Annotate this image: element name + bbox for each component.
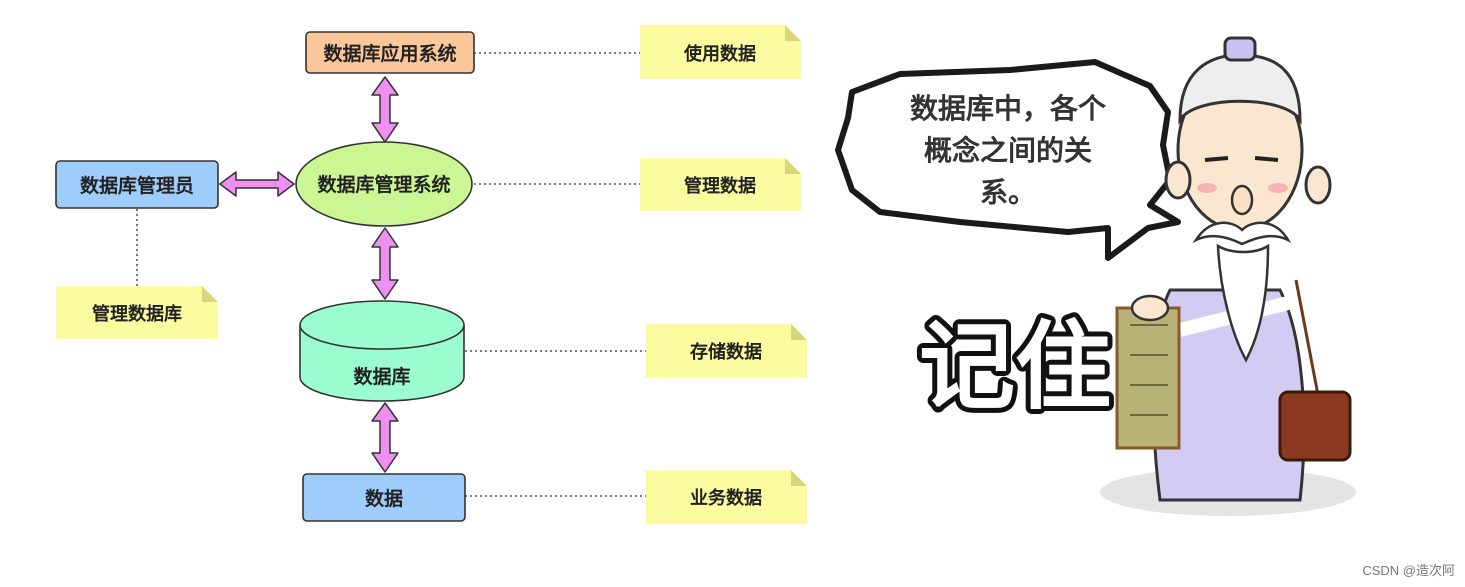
note-store-label: 存储数据 xyxy=(690,341,762,363)
arrow-dba-dbms xyxy=(219,171,295,197)
note-manage-db: 管理数据库 xyxy=(56,286,218,339)
hand xyxy=(1130,294,1170,322)
note-use-label: 使用数据 xyxy=(683,43,756,65)
node-db-label: 数据库 xyxy=(353,365,410,388)
node-db: 数据库 xyxy=(299,300,465,402)
ear-right xyxy=(1304,165,1332,205)
cheek-right xyxy=(1268,183,1288,193)
beard xyxy=(1216,243,1270,363)
node-data: 数据 xyxy=(302,473,466,522)
node-dbms-label: 数据库管理系统 xyxy=(317,173,450,196)
speech-bubble: 数据库中，各个 概念之间的关 系。 xyxy=(835,59,1181,261)
node-app: 数据库应用系统 xyxy=(305,31,475,74)
node-data-label: 数据 xyxy=(365,487,403,510)
remember-outline: 记住 xyxy=(919,311,1111,423)
connector-lines xyxy=(136,52,646,497)
node-dba: 数据库管理员 xyxy=(55,160,219,209)
bubble-line-1: 数据库中，各个 xyxy=(910,92,1107,125)
remember-fill: 记住 xyxy=(919,311,1111,423)
note-business: 业务数据 xyxy=(646,470,807,524)
scroll xyxy=(1115,306,1181,450)
moustache xyxy=(1192,221,1292,246)
bubble-line-3: 系。 xyxy=(980,176,1036,209)
watermark: CSDN @造次阿 xyxy=(1362,563,1455,578)
note-business-label: 业务数据 xyxy=(690,487,762,509)
eye-right xyxy=(1254,156,1279,162)
note-manage: 管理数据 xyxy=(640,158,801,211)
arrows xyxy=(219,76,399,473)
bag-strap xyxy=(1294,279,1320,396)
note-store: 存储数据 xyxy=(646,324,807,378)
sage-illustration xyxy=(1100,36,1356,516)
node-dba-label: 数据库管理员 xyxy=(80,174,194,197)
arrow-dbms-db xyxy=(371,227,399,300)
node-app-label: 数据库应用系统 xyxy=(323,42,456,65)
scroll-lines xyxy=(1130,324,1168,416)
remember-text: 记住 记住 xyxy=(914,306,1116,428)
note-manage-db-label: 管理数据库 xyxy=(92,303,182,325)
hat xyxy=(1223,36,1257,62)
note-manage-label: 管理数据 xyxy=(684,175,756,197)
hair xyxy=(1178,53,1302,126)
eye-left xyxy=(1204,156,1229,162)
ear-left xyxy=(1164,160,1192,200)
cheek-left xyxy=(1197,183,1217,193)
nose xyxy=(1230,184,1254,216)
arrow-db-data xyxy=(371,402,399,473)
node-dbms: 数据库管理系统 xyxy=(295,141,473,227)
note-use: 使用数据 xyxy=(640,25,801,79)
arrow-app-dbms xyxy=(371,76,399,143)
bubble-line-2: 概念之间的关 xyxy=(924,134,1092,167)
bag xyxy=(1278,390,1352,462)
